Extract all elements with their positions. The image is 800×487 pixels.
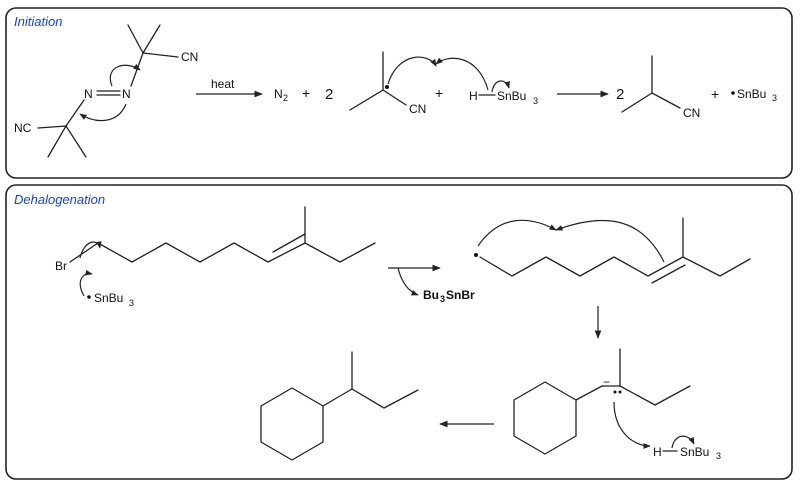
- h-label-2: H: [653, 445, 662, 459]
- snbu-label: SnBu: [497, 89, 526, 103]
- byproduct-subscript: 3: [440, 294, 445, 304]
- plus-sign-1: +: [302, 85, 310, 101]
- curly-arrow-aibn-top: [109, 63, 141, 87]
- dehalogenation-panel-frame: [5, 184, 793, 480]
- snbu-label-2: SnBu: [680, 445, 709, 459]
- curly-arrow-to-h: [613, 401, 651, 449]
- alkyl-bromide: Br SnBu 3: [55, 206, 376, 308]
- byproduct-snbr-label: SnBr: [446, 288, 475, 302]
- snbu-r-subscript: 3: [129, 298, 134, 308]
- curly-arrow-sn-h-small: [491, 80, 510, 93]
- heat-label: heat: [211, 77, 235, 91]
- curly-arrow-aibn-bottom: [79, 103, 127, 122]
- byproduct-arrow: [397, 267, 419, 296]
- cn-product-label: CN: [683, 106, 700, 120]
- cn-top-label: CN: [181, 50, 198, 64]
- alkyl-radical: [474, 217, 751, 284]
- isobutyronitrile-product: CN: [621, 55, 700, 120]
- byproduct-bu-label: Bu: [423, 288, 439, 302]
- dehalogenation-title: Dehalogenation: [14, 192, 105, 207]
- radical-dot: [385, 85, 389, 89]
- br-label: Br: [55, 259, 67, 273]
- coefficient-2-second: 2: [616, 86, 624, 103]
- snbu-subscript: 3: [533, 96, 538, 106]
- snbu-radical-subscript: 3: [772, 93, 777, 103]
- curly-arrow-cbr: [79, 241, 102, 259]
- primary-radical-dot: [474, 253, 478, 257]
- plus-sign-2: +: [435, 85, 443, 101]
- minus-sign: −: [603, 375, 610, 389]
- initiation-panel-frame: [5, 7, 793, 179]
- cyclized-intermediate: − H SnBu 3: [513, 348, 721, 461]
- lone-pair-dot-1: [613, 390, 617, 394]
- curly-arrow-sn-h-2: [671, 435, 695, 449]
- initiation-panel: Initiation CN N N NC heat: [5, 7, 793, 179]
- fishhook-arrow-left: [387, 56, 437, 85]
- fishhook-arrow-right: [435, 57, 489, 91]
- plus-sign-3: +: [711, 86, 719, 102]
- h-label: H: [469, 89, 478, 103]
- curly-arrow-tin-attack: [79, 269, 93, 297]
- tin-radical-dot: [731, 91, 735, 95]
- dehalogenation-panel: Dehalogenation Br SnBu 3 Bu 3 SnBr: [5, 184, 793, 480]
- n2-label: N: [274, 87, 283, 101]
- sec-butylcyclohexane-product: [260, 351, 419, 461]
- tin-radical-dot-2: [87, 295, 91, 299]
- cn-left-label: NC: [14, 121, 32, 135]
- snbu-radical-label: SnBu: [737, 87, 766, 101]
- azo-n1-label: N: [84, 87, 93, 101]
- n2-subscript: 2: [283, 93, 288, 103]
- snbu-subscript-2: 3: [716, 451, 721, 461]
- initiation-title: Initiation: [14, 14, 62, 29]
- aibn-molecule: CN N N NC: [14, 24, 198, 158]
- fishhook-arrow-radical-left: [477, 219, 557, 247]
- cn-radical-label: CN: [409, 102, 426, 116]
- fishhook-arrow-radical-right: [555, 219, 665, 263]
- lone-pair-dot-2: [618, 390, 622, 394]
- tributyltin-hydride: H SnBu 3: [469, 80, 538, 106]
- cyano-radical: CN: [349, 51, 426, 116]
- coefficient-2-first: 2: [325, 86, 333, 103]
- azo-n2-label: N: [122, 87, 131, 101]
- snbu-r-label: SnBu: [94, 291, 123, 305]
